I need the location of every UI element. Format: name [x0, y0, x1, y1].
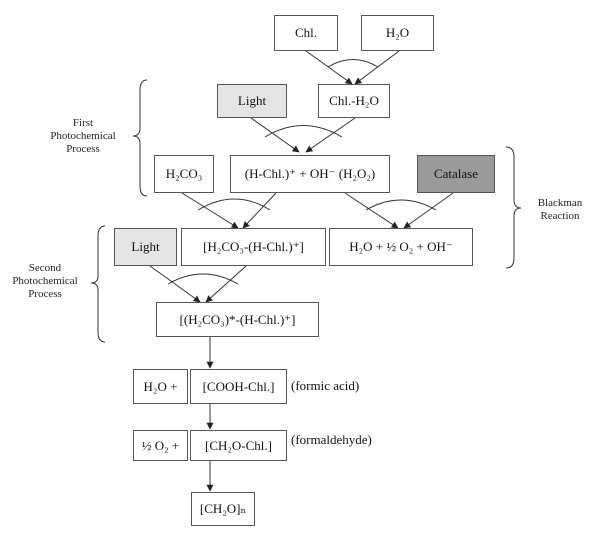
- arrow-hchl-down: [242, 192, 277, 229]
- carbonic-acid-node: H₂CO₃: [154, 155, 214, 193]
- arrow-h2o-to-chlh2o: [354, 50, 400, 85]
- light-node-first: Light: [217, 84, 287, 118]
- bracket-blackman: [505, 146, 522, 269]
- formaldehyde-label: (formaldehyde): [291, 432, 372, 447]
- second-photochemical-label: Second Photochemical Process: [3, 262, 87, 301]
- chl-water-node: Chl.-H₂O: [318, 84, 390, 118]
- arc-blackman: [365, 199, 437, 211]
- arc-top: [327, 59, 379, 68]
- second-label-line3: Process: [28, 288, 62, 300]
- arc-lower: [167, 273, 239, 285]
- arrow-light1: [250, 117, 300, 153]
- catalase-node: Catalase: [417, 155, 495, 193]
- blackman-products-node: H₂O + ½ O₂ + OH⁻: [329, 228, 473, 266]
- blackman-label-line2: Reaction: [540, 210, 580, 222]
- blackman-reaction-label: Blackman Reaction: [524, 197, 596, 223]
- arrow-chl-to-chlh2o: [305, 50, 353, 85]
- first-photochemical-label: First Photochemical Process: [40, 117, 126, 156]
- first-label-line2: Photochemical: [50, 130, 116, 142]
- arc-mid2: [197, 198, 271, 211]
- first-label-line1: First: [72, 117, 94, 129]
- ch2o-chl-node: [CH₂O-Chl.]: [190, 430, 287, 461]
- formic-acid-label: (formic acid): [291, 378, 360, 393]
- carbohydrate-node: [CH₂O]ₙ: [191, 492, 255, 526]
- arrow-h2co3: [181, 192, 239, 229]
- chl-node: Chl.: [274, 15, 338, 51]
- second-label-line2: Photochemical: [12, 275, 78, 287]
- bracket-first: [132, 79, 148, 197]
- arc-mid1: [264, 125, 343, 138]
- second-label-line1: Second: [28, 262, 62, 274]
- excited-complex-node: [(H₂CO₃)*-(H-Chl.)⁺]: [156, 302, 319, 337]
- cooh-chl-node: [COOH-Chl.]: [190, 369, 287, 404]
- arrow-oh-to-blackman: [344, 192, 399, 229]
- arrow-complex1-down: [205, 265, 247, 303]
- arrow-catalase: [403, 192, 454, 229]
- water-node: H₂O: [361, 15, 434, 51]
- water-plus-node: H₂O +: [133, 369, 188, 404]
- blackman-label-line1: Blackman: [537, 197, 583, 209]
- first-label-line3: Process: [66, 143, 100, 155]
- bracket-second: [90, 225, 106, 343]
- carbonic-chl-complex-node: [H₂CO₃-(H-Chl.)⁺]: [181, 228, 326, 266]
- light-node-second: Light: [114, 228, 177, 266]
- arrow-chlh2o-down: [305, 117, 356, 153]
- oxygen-plus-node: ½ O₂ +: [133, 430, 188, 461]
- arrow-light2: [149, 265, 201, 303]
- h-chl-oh-node: (H-Chl.)⁺ + OH⁻ (H₂O₂): [230, 155, 390, 193]
